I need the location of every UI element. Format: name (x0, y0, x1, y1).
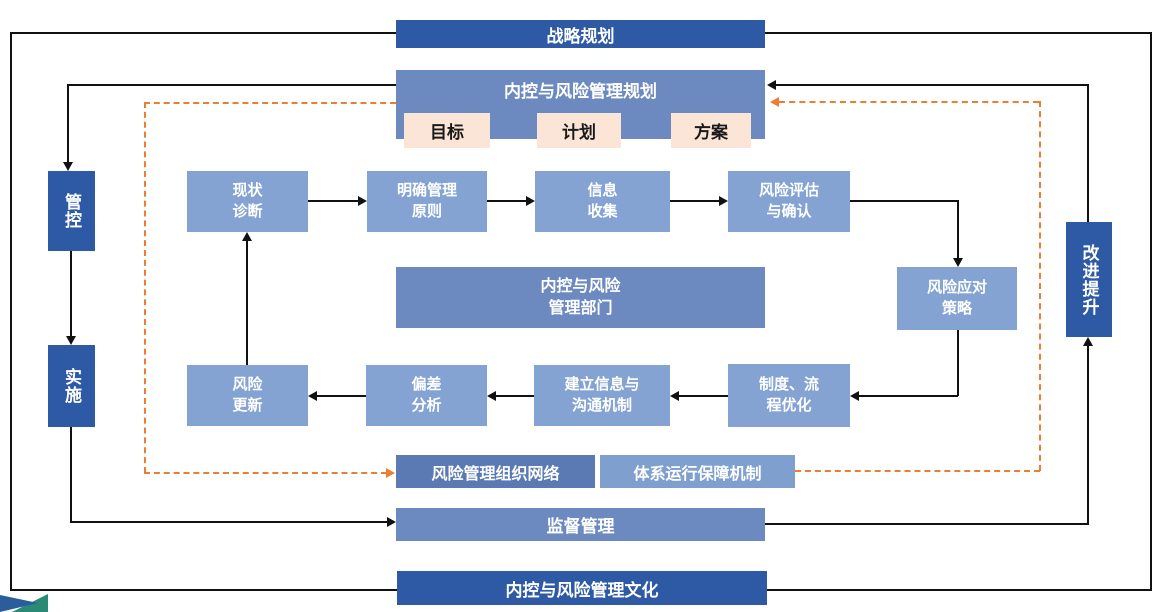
info-collection-box: 信息 收集 (535, 171, 670, 232)
arrow-to-info (526, 196, 535, 206)
supervision-bar: 监督管理 (396, 508, 765, 541)
improve-box: 改进提升 (1066, 222, 1112, 337)
tag-goal: 目标 (404, 113, 490, 148)
connector-supervision-right (764, 523, 1088, 525)
management-principles-box: 明确管理 原则 (367, 171, 487, 232)
connector-planning-to-control-h (68, 84, 396, 86)
risk-assessment-box: 风险评估 与确认 (728, 171, 850, 232)
connector-up-to-improve (1087, 344, 1089, 525)
orange-arrow-into-org-network (386, 468, 395, 478)
orange-arrow-into-planning (770, 97, 779, 107)
connector-control-to-implement (70, 250, 72, 336)
connector-planning-to-control-v (67, 84, 69, 162)
connector-communication-deviation (496, 395, 534, 397)
deviation-analysis-box: 偏差 分析 (366, 365, 487, 426)
arrow-into-control (63, 162, 73, 171)
connector-outer-right (1150, 32, 1152, 591)
connector-diagnosis-principles (308, 200, 359, 202)
arrow-into-optimization (850, 391, 859, 401)
culture-bar: 内控与风险管理文化 (397, 571, 767, 605)
connector-outer-bottom-left (10, 589, 398, 591)
arrow-to-update (308, 391, 317, 401)
tag-scheme: 方案 (671, 113, 751, 148)
connector-outer-top-right (764, 32, 1152, 34)
strategy-bar: 战略规划 (396, 20, 765, 48)
connector-implement-down (70, 427, 72, 523)
arrow-into-supervision (387, 517, 396, 527)
arrow-into-implement (66, 336, 76, 345)
connector-principles-info (487, 200, 526, 202)
dashed-loop-bottom (144, 472, 387, 474)
operation-guarantee-box: 体系运行保障机制 (600, 455, 795, 488)
dashed-loop-left (144, 102, 146, 473)
connector-outer-left (10, 32, 12, 590)
connector-update-diagnosis (246, 240, 248, 365)
arrow-logo-icon (0, 594, 48, 612)
connector-improve-to-planning (776, 84, 1087, 86)
arrow-to-assessment (719, 196, 728, 206)
dashed-loop-right (1039, 101, 1041, 471)
implement-box: 实施 (48, 345, 95, 427)
connector-response-optimization-h (859, 395, 958, 397)
risk-response-box: 风险应对 策略 (897, 267, 1017, 330)
arrow-into-improve (1083, 337, 1093, 346)
communication-mechanism-box: 建立信息与 沟通机制 (534, 365, 670, 426)
risk-update-box: 风险 更新 (187, 365, 308, 426)
arrow-into-diagnosis (242, 232, 252, 241)
control-box: 管控 (48, 171, 95, 251)
connector-improve-up (1087, 84, 1089, 222)
org-network-box: 风险管理组织网络 (396, 455, 595, 488)
connector-response-optimization-v (957, 330, 959, 396)
connector-outer-top-left (10, 32, 397, 34)
dashed-loop-bottom-right (795, 470, 1040, 472)
connector-assessment-response-v (957, 200, 959, 259)
connector-outer-bottom-right (766, 589, 1151, 591)
connector-info-assessment (670, 200, 720, 202)
arrow-into-response (953, 258, 963, 267)
arrow-to-communication (670, 391, 679, 401)
dashed-loop-top-right (779, 101, 1039, 103)
status-diagnosis-box: 现状 诊断 (187, 171, 308, 232)
connector-optimization-communication (679, 395, 728, 397)
connector-to-supervision (70, 521, 387, 523)
arrow-to-principles (358, 196, 367, 206)
arrow-to-deviation (487, 391, 496, 401)
arrow-into-planning (767, 80, 776, 90)
connector-assessment-response-h (850, 200, 958, 202)
center-department-box: 内控与风险 管理部门 (396, 267, 765, 328)
process-optimization-box: 制度、流 程优化 (728, 364, 850, 427)
connector-deviation-update (317, 395, 366, 397)
tag-plan: 计划 (537, 113, 621, 148)
dashed-loop-top-left (144, 102, 396, 104)
